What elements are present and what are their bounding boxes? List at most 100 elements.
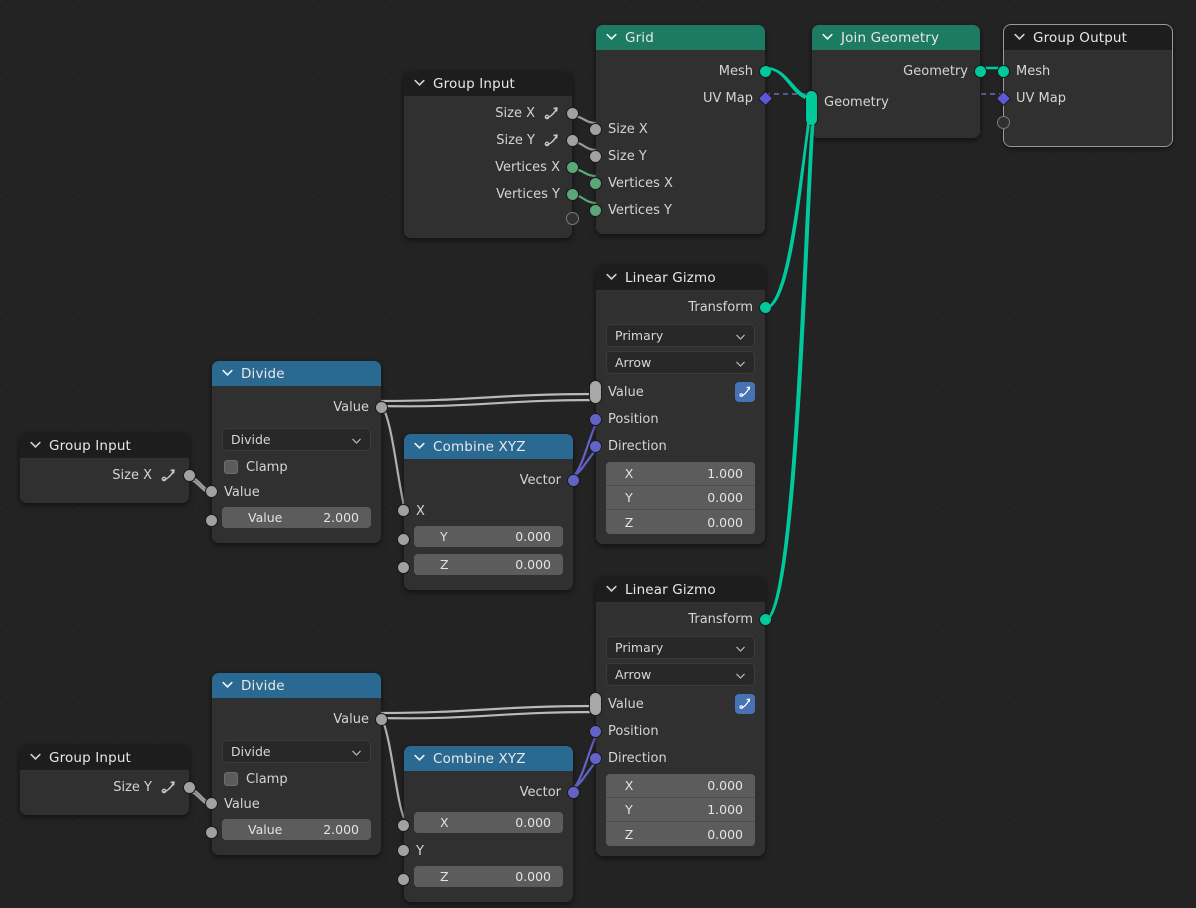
value-b-number-field[interactable]: Value 2.000 — [222, 819, 371, 840]
socket-value-out[interactable] — [375, 401, 388, 414]
node-linear-gizmo-y[interactable]: Linear Gizmo Transform Primary Arrow — [589, 577, 772, 856]
z-number-field[interactable]: Z 0.000 — [414, 866, 563, 887]
input-row-direction[interactable]: Direction — [589, 433, 765, 460]
socket-vector-out[interactable] — [567, 786, 580, 799]
node-header[interactable]: Combine XYZ — [404, 434, 573, 459]
output-row-vertices-y[interactable]: Vertices Y — [404, 181, 579, 208]
output-row-transform[interactable]: Transform — [596, 606, 772, 633]
socket-z-in[interactable] — [397, 561, 410, 574]
clamp-checkbox[interactable] — [224, 460, 238, 474]
socket-vertices-x-in[interactable] — [589, 177, 602, 190]
socket-value-in[interactable] — [589, 380, 602, 404]
output-row-size-x[interactable]: Size X — [404, 100, 579, 127]
output-row-vertices-x[interactable]: Vertices X — [404, 154, 579, 181]
value-b-number-field[interactable]: Value 2.000 — [222, 507, 371, 528]
socket-transform-out[interactable] — [759, 613, 772, 626]
vector-field-x[interactable]: X 0.000 — [606, 774, 755, 798]
node-header[interactable]: Combine XYZ — [404, 746, 573, 771]
socket-geometry-out[interactable] — [974, 65, 987, 78]
output-row-size-y[interactable]: Size Y — [404, 127, 579, 154]
draw-style-select-dropdown[interactable]: Arrow — [606, 663, 755, 686]
chevron-down-icon[interactable] — [413, 439, 426, 452]
node-divide-y[interactable]: Divide Value Divide Clamp Value — [205, 673, 388, 855]
chevron-down-icon[interactable] — [29, 750, 42, 763]
chevron-down-icon[interactable] — [605, 582, 618, 595]
input-row-vertices-y[interactable]: Vertices Y — [589, 197, 765, 224]
y-number-field[interactable]: Y 0.000 — [414, 526, 563, 547]
chevron-down-icon[interactable] — [413, 76, 426, 89]
output-row-mesh[interactable]: Mesh — [596, 58, 772, 85]
socket-value-a-in[interactable] — [205, 797, 218, 810]
socket-value-b-in[interactable] — [205, 826, 218, 839]
chevron-down-icon[interactable] — [221, 366, 234, 379]
socket-vertices-y-in[interactable] — [589, 204, 602, 217]
socket-mesh-in[interactable] — [997, 65, 1010, 78]
animate-icon-button[interactable] — [735, 694, 755, 714]
input-row-value-a[interactable]: Value — [205, 791, 381, 817]
node-header[interactable]: Linear Gizmo — [596, 265, 765, 290]
animate-icon-button[interactable] — [735, 382, 755, 402]
socket-extend[interactable] — [997, 116, 1010, 129]
input-row-extend[interactable] — [997, 112, 1172, 132]
animate-property-icon[interactable] — [160, 779, 177, 796]
node-combine-xyz-x[interactable]: Combine XYZ Vector X Y 0.000 — [397, 434, 580, 590]
input-row-y[interactable]: Y — [397, 838, 573, 864]
input-row-x[interactable]: X — [397, 498, 573, 524]
node-header[interactable]: Group Input — [404, 71, 572, 96]
socket-value-b-in[interactable] — [205, 514, 218, 527]
input-row-direction[interactable]: Direction — [589, 745, 765, 772]
animate-property-icon[interactable] — [543, 132, 560, 149]
input-row-value-a[interactable]: Value — [205, 479, 381, 505]
node-header[interactable]: Divide — [212, 361, 381, 386]
output-row-value[interactable]: Value — [212, 706, 388, 733]
socket-extend[interactable] — [566, 212, 579, 225]
socket-geometry-in-multi[interactable] — [805, 90, 818, 126]
socket-size-x-out[interactable] — [183, 469, 196, 482]
input-row-position[interactable]: Position — [589, 718, 765, 745]
chevron-down-icon[interactable] — [821, 30, 834, 43]
socket-direction-in[interactable] — [589, 752, 602, 765]
socket-position-in[interactable] — [589, 725, 602, 738]
node-group-input-size-y[interactable]: Group Input Size Y — [20, 745, 196, 815]
node-group-input-size-x[interactable]: Group Input Size X — [20, 433, 196, 503]
socket-size-y[interactable] — [566, 134, 579, 147]
node-header[interactable]: Group Output — [1004, 25, 1172, 50]
node-divide-x[interactable]: Divide Value Divide Clamp Value — [205, 361, 388, 543]
socket-direction-in[interactable] — [589, 440, 602, 453]
z-number-field[interactable]: Z 0.000 — [414, 554, 563, 575]
input-row-size-y[interactable]: Size Y — [589, 143, 765, 170]
output-row-size-y[interactable]: Size Y — [20, 774, 196, 801]
node-header[interactable]: Join Geometry — [812, 25, 980, 50]
input-row-value[interactable]: Value — [589, 378, 765, 406]
vector-field-y[interactable]: Y 0.000 — [606, 486, 755, 510]
chevron-down-icon[interactable] — [605, 30, 618, 43]
operation-select-dropdown[interactable]: Divide — [222, 740, 371, 763]
chevron-down-icon[interactable] — [29, 438, 42, 451]
animate-property-icon[interactable] — [543, 105, 560, 122]
vector-field-x[interactable]: X 1.000 — [606, 462, 755, 486]
socket-uv-map-in[interactable] — [995, 90, 1012, 107]
socket-size-y-out[interactable] — [183, 781, 196, 794]
socket-vertices-x[interactable] — [566, 161, 579, 174]
input-row-vertices-x[interactable]: Vertices X — [589, 170, 765, 197]
input-row-position[interactable]: Position — [589, 406, 765, 433]
direction-vector-fields[interactable]: X 0.000 Y 1.000 Z 0.000 — [606, 774, 755, 846]
vector-field-y[interactable]: Y 1.000 — [606, 798, 755, 822]
socket-position-in[interactable] — [589, 413, 602, 426]
animate-property-icon[interactable] — [160, 467, 177, 484]
output-row-transform[interactable]: Transform — [596, 294, 772, 321]
x-number-field[interactable]: X 0.000 — [414, 812, 563, 833]
node-header[interactable]: Grid — [596, 25, 765, 50]
node-join-geometry[interactable]: Join Geometry Geometry Geometry — [805, 25, 987, 138]
socket-uv-map-out[interactable] — [757, 90, 774, 107]
output-row-vector[interactable]: Vector — [404, 779, 580, 806]
socket-size-x-in[interactable] — [589, 123, 602, 136]
chevron-down-icon[interactable] — [605, 270, 618, 283]
clamp-checkbox[interactable] — [224, 772, 238, 786]
output-row-extend[interactable] — [404, 208, 579, 228]
direction-vector-fields[interactable]: X 1.000 Y 0.000 Z 0.000 — [606, 462, 755, 534]
socket-size-x[interactable] — [566, 107, 579, 120]
chevron-down-icon[interactable] — [413, 751, 426, 764]
socket-z-in[interactable] — [397, 873, 410, 886]
